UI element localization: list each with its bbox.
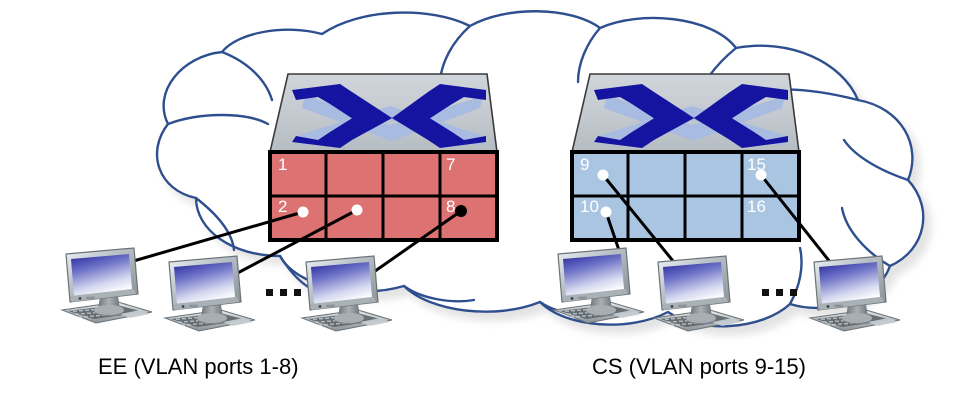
ee-logo-shadow-a: [302, 95, 483, 141]
port-connection-dots: [297, 169, 767, 218]
ee-port-label-1: 1: [278, 155, 287, 174]
cs-port-grid: [572, 152, 799, 240]
ee-switch-crossbar-logo: [292, 84, 486, 148]
cs-port-label-16: 16: [747, 197, 766, 216]
cs-port-label-9: 9: [580, 155, 589, 174]
cloud-scallop-left-mid: [194, 196, 236, 252]
cloud-scallop-right-top: [842, 138, 910, 182]
ee-switch[interactable]: 1 7 2 8: [268, 73, 499, 242]
port-dot-15: [755, 169, 767, 181]
link-ee-host2-portmid: [228, 208, 359, 279]
cs-port-label-15: 15: [747, 155, 766, 174]
cloud-scallop-left-top: [166, 113, 270, 126]
ee-logo-arrow-bl: [292, 107, 392, 148]
ee-port-label-8: 8: [446, 197, 455, 216]
cloud-scallop-right-low: [788, 246, 803, 306]
ee-logo-shadow-b: [300, 106, 484, 146]
port-dot-8: [455, 205, 467, 217]
host-links: [128, 173, 840, 279]
link-cs-host2-port9: [601, 173, 684, 274]
ee-group-label: EE (VLAN ports 1-8): [98, 354, 299, 379]
cs-switch-crossbar-logo: [594, 84, 788, 148]
cs-port-label-10: 10: [580, 197, 599, 216]
cs-logo-shadow-a: [604, 95, 785, 141]
cs-group-label: CS (VLAN ports 9-15): [592, 354, 806, 379]
port-dot-10: [600, 206, 612, 218]
cloud-scallop-bottom-mid: [402, 284, 476, 303]
cs-logo-arrow-br: [694, 107, 788, 148]
ee-port-label-2: 2: [278, 197, 287, 216]
cloud-scallop-top-mid: [576, 26, 602, 84]
ee-port-label-7: 7: [446, 155, 455, 174]
link-ee-host3-port8: [366, 209, 463, 278]
cs-logo-shadow-b: [602, 106, 786, 146]
port-dot-2: [297, 206, 309, 218]
cs-logo-arrow-bl: [594, 107, 694, 148]
cloud-scallop-upper-left: [220, 50, 274, 102]
link-ee-host1-port2: [128, 210, 305, 264]
link-cs-host3-port15: [759, 173, 840, 274]
port-dot-9: [597, 169, 609, 181]
cs-hosts-ellipsis: [762, 289, 797, 296]
port-dot-mid-ee: [351, 204, 363, 216]
ee-logo-arrow-br: [392, 107, 486, 148]
cloud-scallop-right-mid: [840, 206, 892, 268]
ee-hosts-ellipsis: [266, 289, 301, 296]
